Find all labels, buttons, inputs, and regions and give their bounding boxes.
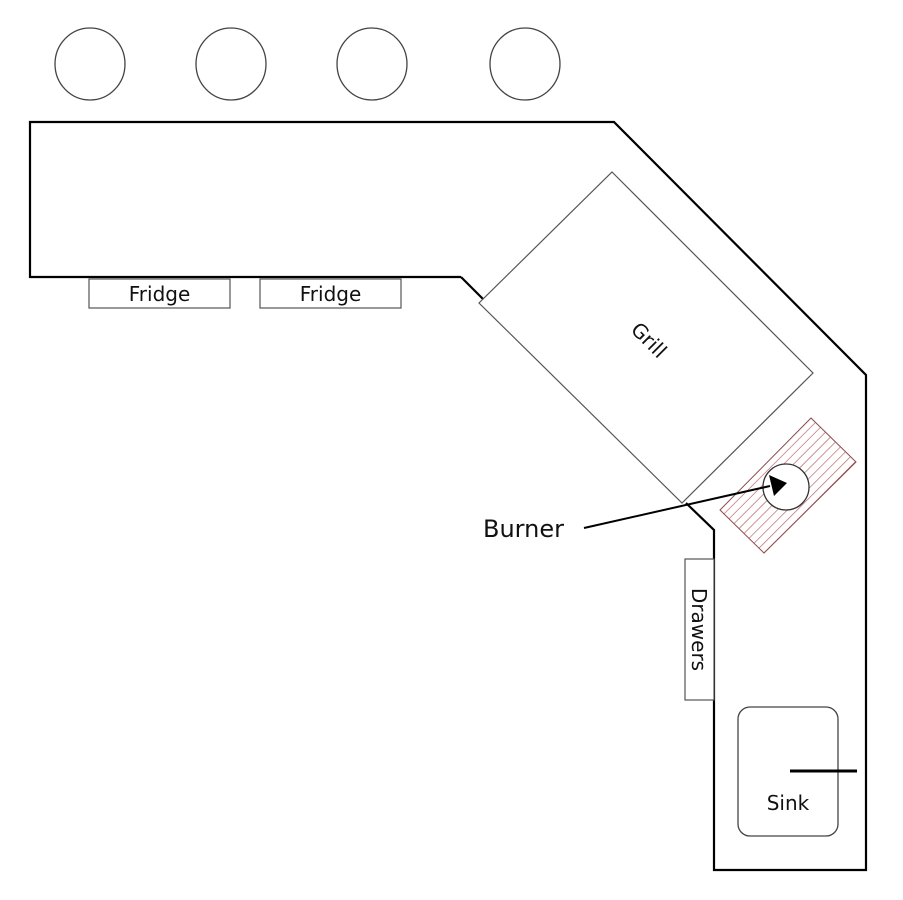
stool-1 bbox=[54, 27, 126, 101]
fridge-2: Fridge bbox=[259, 278, 402, 309]
burner-callout: Burner bbox=[483, 475, 787, 543]
fridge-1: Fridge bbox=[88, 278, 231, 309]
stool-3 bbox=[336, 27, 408, 101]
drawers: Drawers bbox=[684, 558, 715, 701]
counter-inner-edge bbox=[460, 276, 484, 300]
fridge-1-label: Fridge bbox=[129, 282, 191, 306]
grill: Grill bbox=[478, 171, 814, 504]
burner-label: Burner bbox=[483, 515, 564, 543]
sink: Sink bbox=[737, 706, 857, 837]
burner bbox=[719, 417, 857, 554]
stools bbox=[54, 27, 561, 101]
drawers-label: Drawers bbox=[687, 588, 711, 671]
stool-2 bbox=[195, 27, 267, 101]
stool-4 bbox=[489, 27, 561, 101]
sink-label: Sink bbox=[767, 791, 810, 815]
fridge-2-label: Fridge bbox=[300, 282, 362, 306]
arrow-head-icon bbox=[769, 475, 787, 496]
